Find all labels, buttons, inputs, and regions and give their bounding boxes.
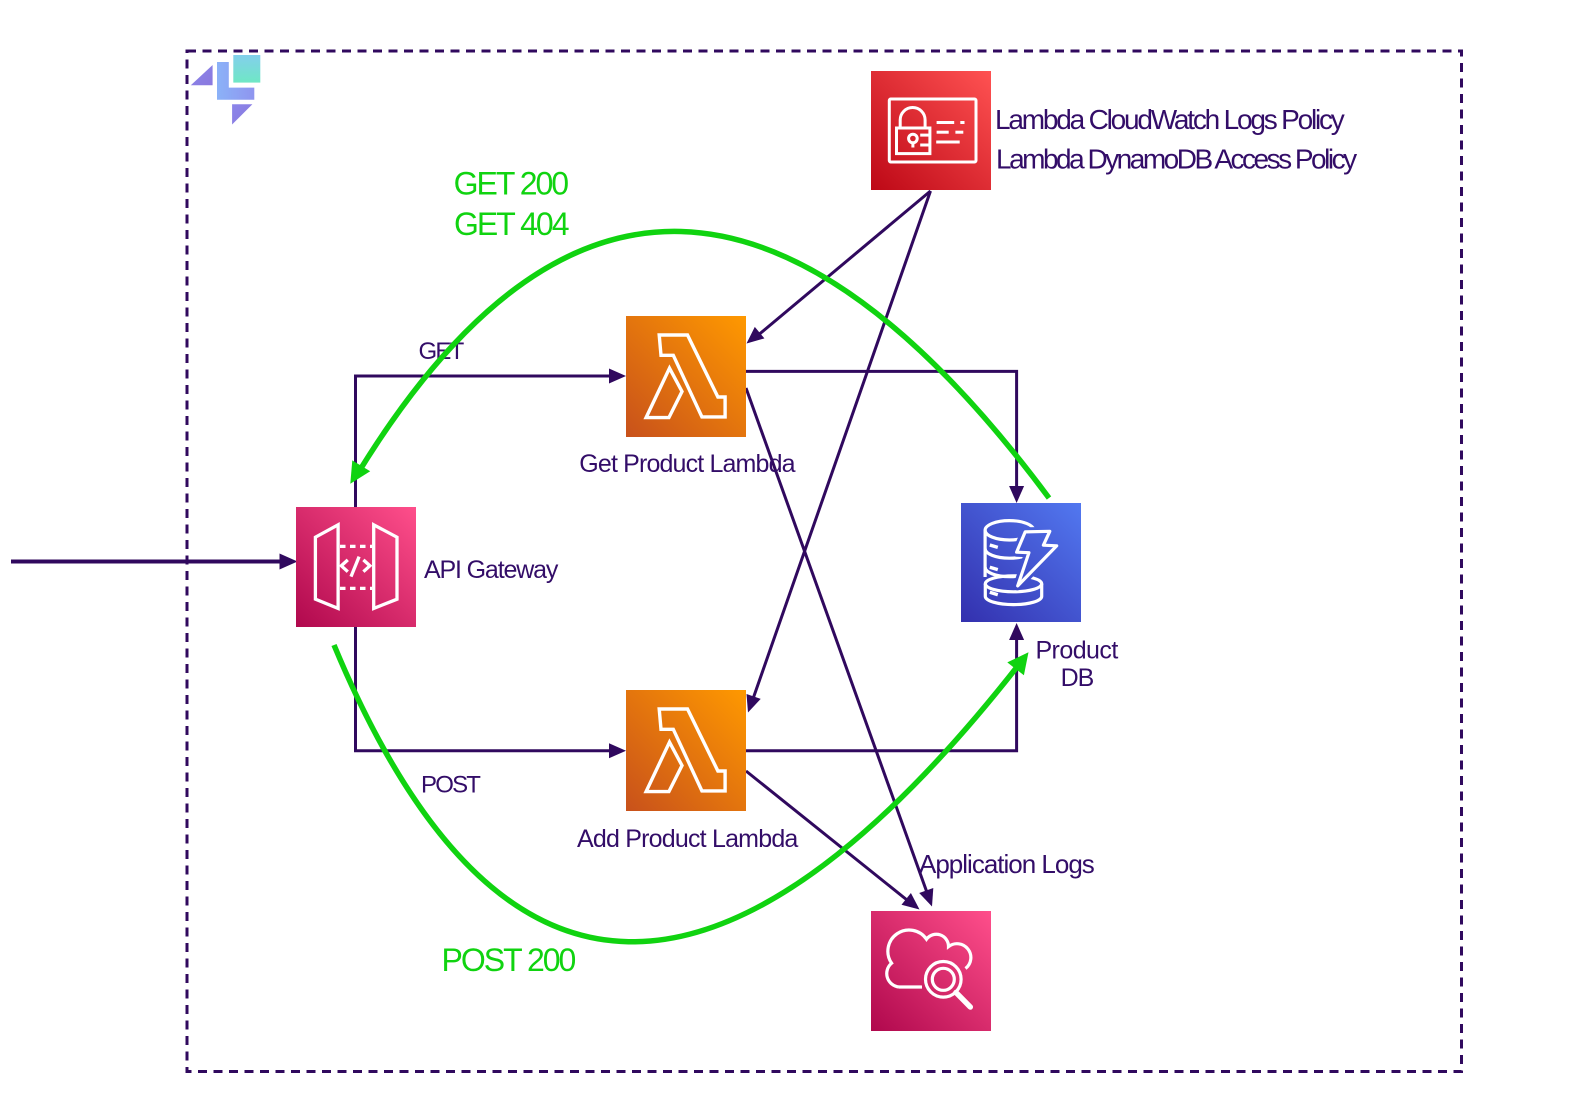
svg-text:API Gateway: API Gateway <box>424 556 559 584</box>
svg-text:POST 200: POST 200 <box>442 942 576 978</box>
svg-text:Add Product Lambda: Add Product Lambda <box>577 825 798 853</box>
svg-text:Lambda DynamoDB Access Policy: Lambda DynamoDB Access Policy <box>996 144 1357 175</box>
svg-text:GET 404: GET 404 <box>454 206 569 242</box>
svg-text:Lambda CloudWatch Logs Policy: Lambda CloudWatch Logs Policy <box>995 104 1345 135</box>
svg-text:Application Logs: Application Logs <box>919 849 1095 879</box>
svg-text:POST: POST <box>421 772 481 799</box>
svg-text:Product: Product <box>1035 636 1118 664</box>
svg-text:GET 200: GET 200 <box>454 166 569 202</box>
svg-text:Get Product Lambda: Get Product Lambda <box>579 450 795 478</box>
svg-text:DB: DB <box>1061 664 1094 692</box>
